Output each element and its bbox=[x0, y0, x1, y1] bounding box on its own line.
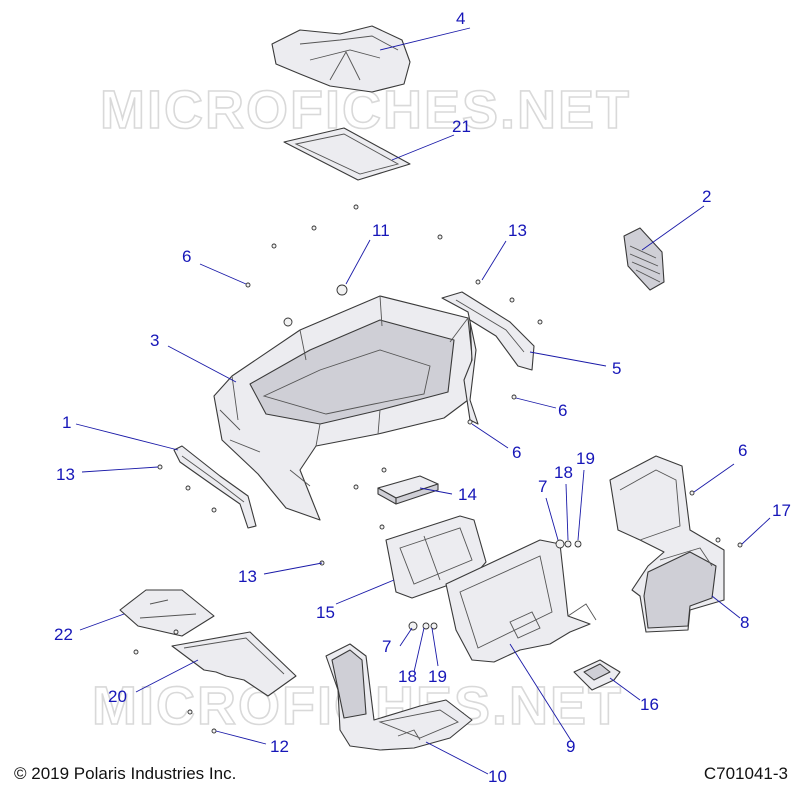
callout-4: 4 bbox=[456, 9, 465, 28]
callout-6-far-right: 6 bbox=[738, 441, 747, 460]
callout-16: 16 bbox=[640, 695, 659, 714]
callout-11: 11 bbox=[372, 221, 390, 240]
fasteners bbox=[133, 204, 743, 734]
part-8-storage-bin bbox=[609, 455, 725, 633]
part-20-shield-panel bbox=[171, 631, 297, 697]
drawing-number: C701041-3 bbox=[703, 764, 788, 783]
callout-18-upper: 18 bbox=[554, 463, 573, 482]
part-22-panel bbox=[119, 589, 215, 637]
callout-9: 9 bbox=[566, 737, 575, 756]
callout-3: 3 bbox=[150, 331, 159, 350]
part-4-cover-panel bbox=[271, 25, 411, 93]
callout-2: 2 bbox=[702, 187, 711, 206]
callout-1: 1 bbox=[62, 413, 71, 432]
copyright-notice: © 2019 Polaris Industries Inc. bbox=[14, 764, 237, 783]
callout-21: 21 bbox=[452, 117, 471, 136]
callout-19-upper: 19 bbox=[576, 449, 595, 468]
callout-22: 22 bbox=[54, 625, 73, 644]
callout-10: 10 bbox=[488, 767, 507, 786]
callout-17: 17 bbox=[772, 501, 791, 520]
part-1-rail-left bbox=[173, 445, 257, 529]
callout-14: 14 bbox=[458, 485, 477, 504]
callout-6-top-left: 6 bbox=[182, 247, 191, 266]
callout-7-lower: 7 bbox=[382, 637, 391, 656]
callout-13-lower: 13 bbox=[238, 567, 257, 586]
part-2-grille bbox=[623, 227, 665, 291]
callout-13-top: 13 bbox=[508, 221, 527, 240]
callout-8: 8 bbox=[740, 613, 749, 632]
part-10-lower-bracket bbox=[325, 643, 473, 751]
callout-6-center: 6 bbox=[512, 443, 521, 462]
callout-labels: 4 21 2 11 6 13 3 5 6 1 6 13 14 7 18 19 6… bbox=[54, 9, 791, 786]
part-9-floor-tray bbox=[445, 539, 597, 663]
callout-18-lower: 18 bbox=[398, 667, 417, 686]
part-5-rail-right bbox=[441, 291, 535, 425]
callout-20: 20 bbox=[108, 687, 127, 706]
callout-7-upper: 7 bbox=[538, 477, 547, 496]
part-21-mat bbox=[283, 127, 411, 181]
leader-lines bbox=[75, 27, 771, 775]
callout-13-left: 13 bbox=[56, 465, 75, 484]
part-16-latch bbox=[573, 659, 621, 691]
callout-6-right: 6 bbox=[558, 401, 567, 420]
part-3-cargo-box bbox=[213, 295, 473, 521]
callout-12: 12 bbox=[270, 737, 289, 756]
callout-5: 5 bbox=[612, 359, 621, 378]
callout-19-lower: 19 bbox=[428, 667, 447, 686]
callout-15: 15 bbox=[316, 603, 335, 622]
